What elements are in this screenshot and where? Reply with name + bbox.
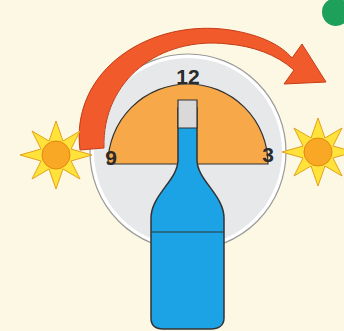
rotation-arrow [79, 28, 326, 150]
clock-number: 9 [105, 147, 117, 168]
bottle-band [151, 231, 224, 232]
sun-right [282, 118, 344, 186]
bottle [151, 108, 224, 329]
bottle-cap [178, 100, 197, 128]
clock-number: 3 [262, 144, 274, 165]
sun-left [20, 121, 92, 189]
badge-circle [322, 0, 344, 26]
clock-number: 12 [176, 66, 199, 87]
